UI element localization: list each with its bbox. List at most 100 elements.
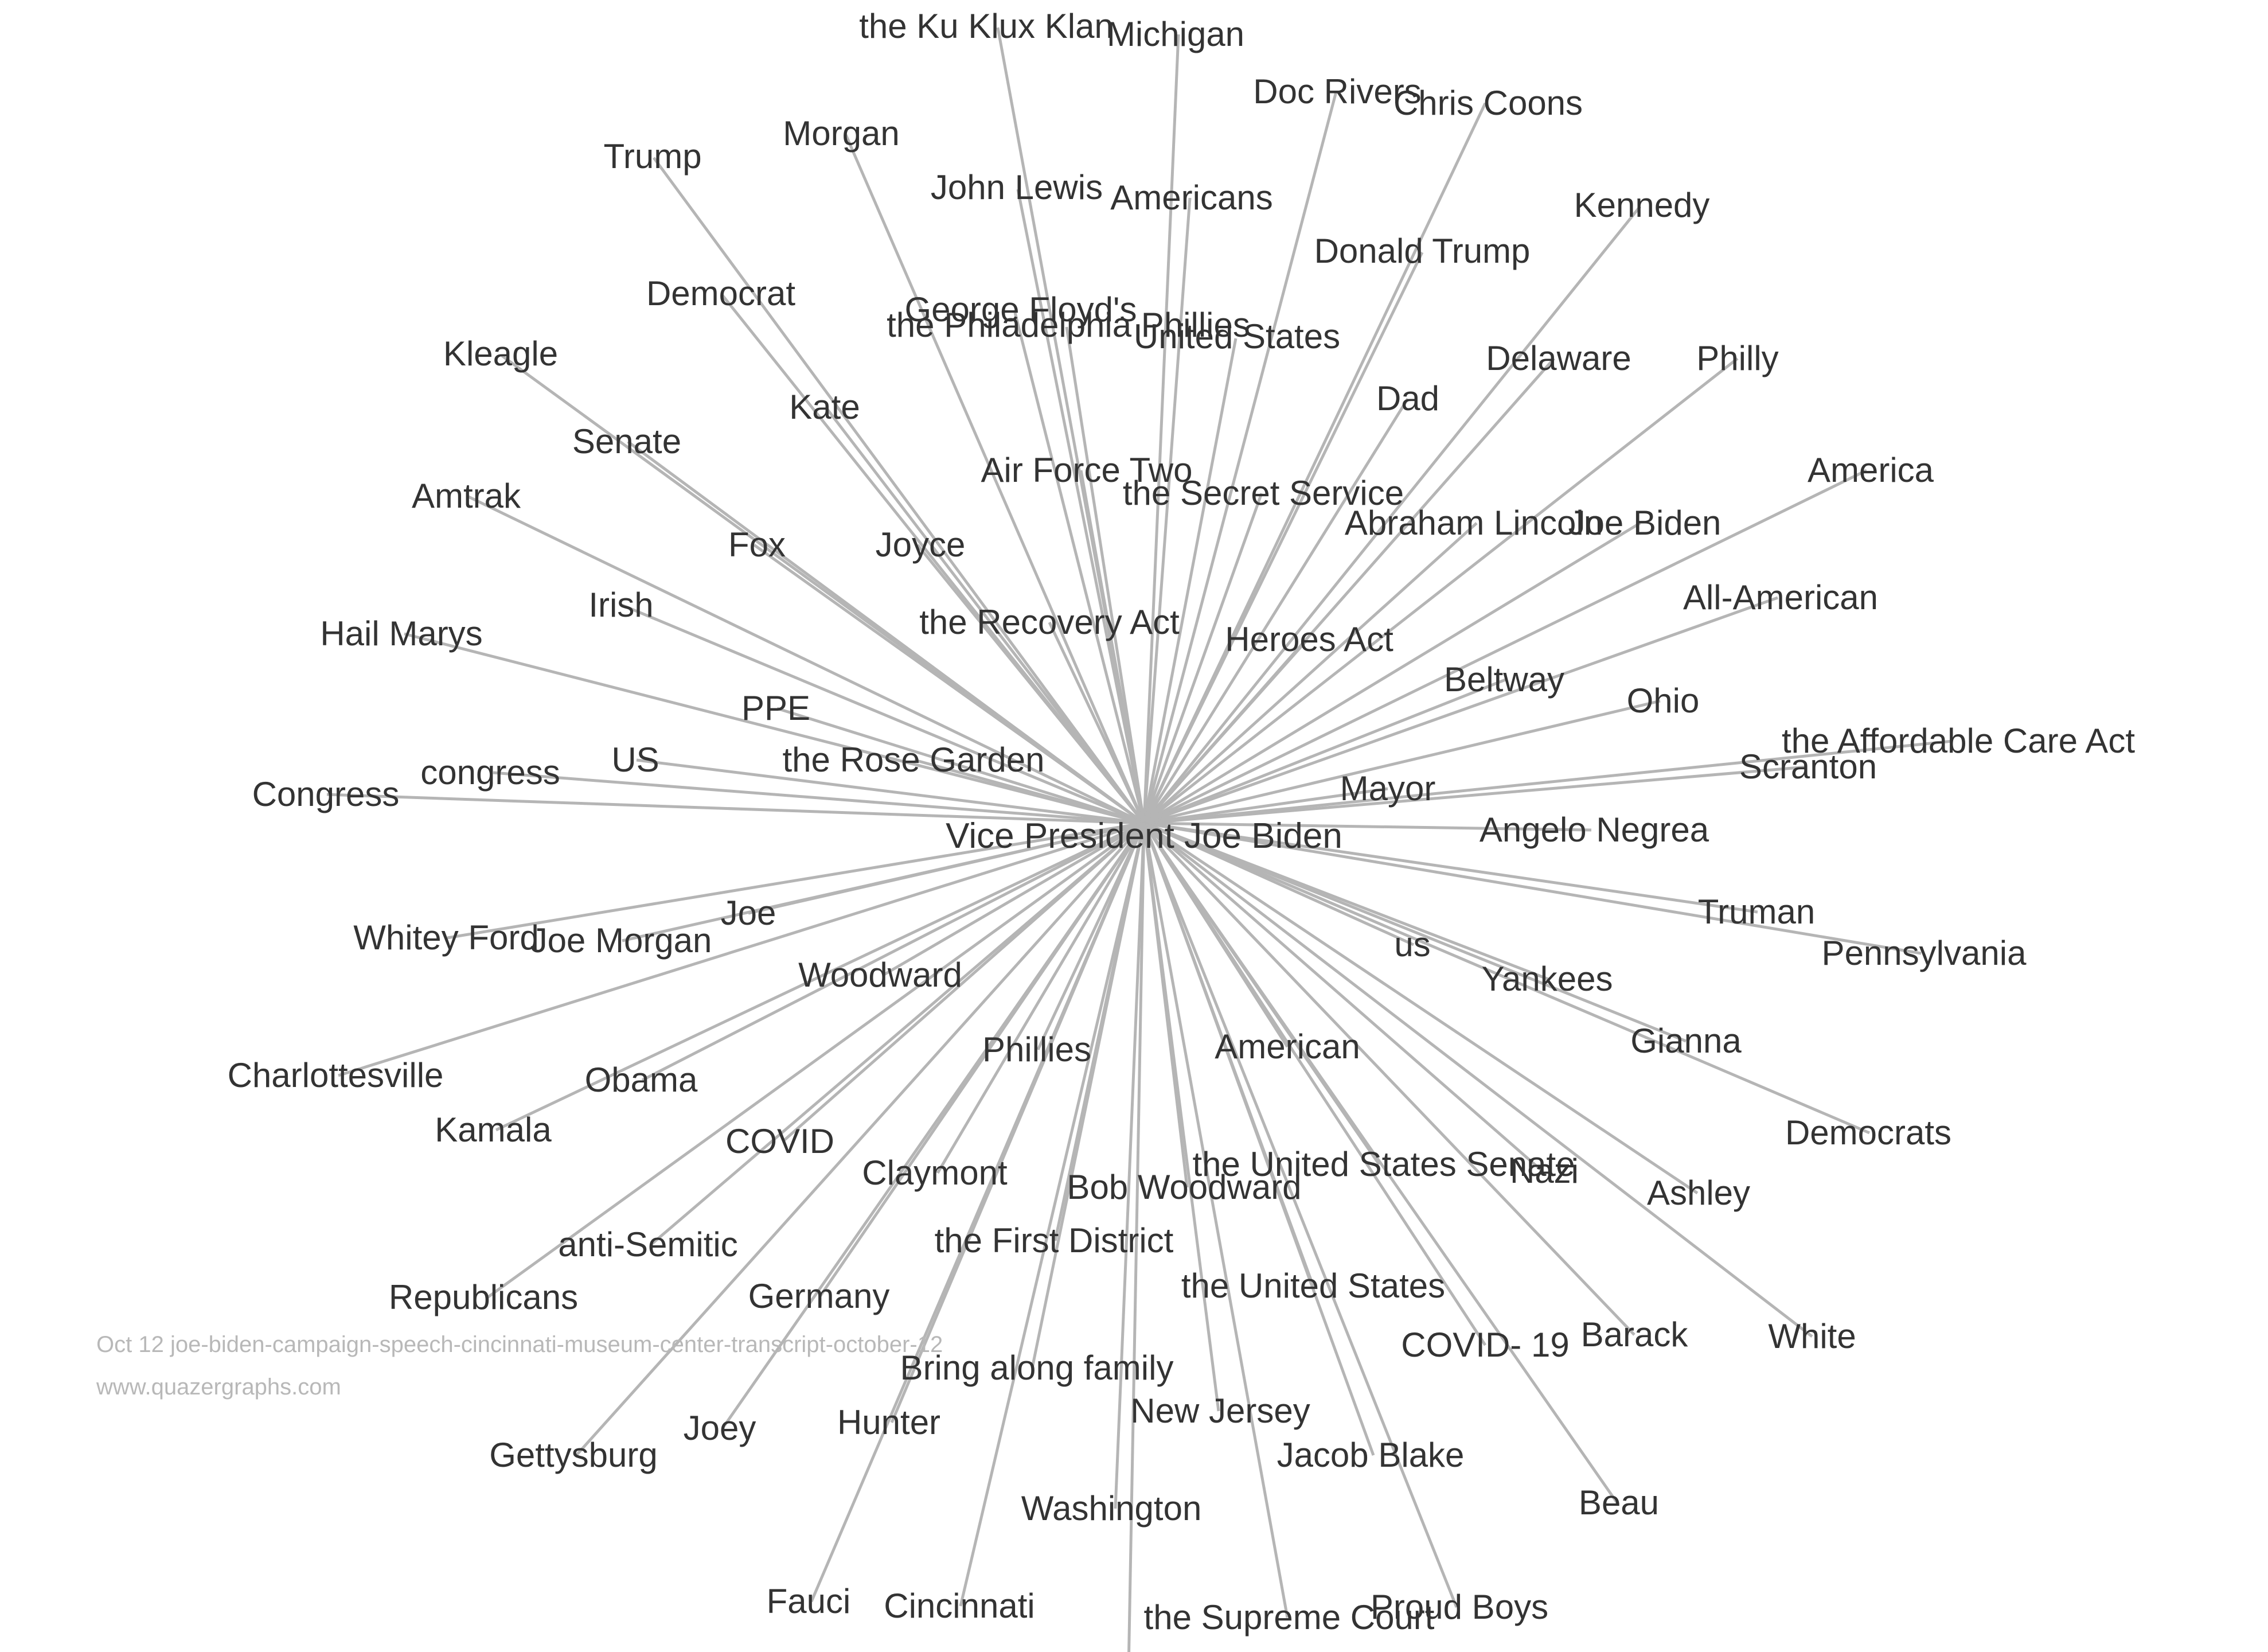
node-label-delaware: Delaware [1486, 339, 1631, 377]
edge-congress [493, 771, 1145, 825]
edge-the-supreme-court [1142, 823, 1289, 1618]
node-label-america: America [1808, 451, 1934, 489]
edge-doc-rivers [1142, 91, 1338, 824]
edge-the-philadelphia-phillies [1065, 326, 1146, 824]
edge-cincinnati [959, 823, 1146, 1607]
edge-beau [1142, 822, 1619, 1504]
edge-the-secret-service [1142, 493, 1263, 824]
center-node-label: Vice President Joe Biden [946, 816, 1342, 856]
edge-joyce [916, 544, 1145, 824]
edge-americans [1142, 197, 1192, 824]
edge-angelo-negrea [1143, 821, 1592, 832]
edge-covid-19 [1142, 822, 1487, 1346]
node-label-democrat: Democrat [646, 274, 795, 313]
edge-america [1143, 469, 1868, 825]
node-label-covid: COVID [725, 1122, 834, 1160]
node-label-the-affordable-care-act: the Affordable Care Act [1782, 722, 2135, 760]
node-label-yankees: Yankees [1481, 960, 1613, 998]
edge-chris-coons [1142, 102, 1487, 824]
node-label-chris-coons: Chris Coons [1393, 84, 1583, 122]
node-label-whitey-ford: Whitey Ford [353, 918, 538, 957]
node-label-proud-boys: Proud Boys [1371, 1588, 1548, 1626]
node-label-claymont: Claymont [862, 1154, 1008, 1192]
edge-bring-along-family [1030, 823, 1146, 1369]
node-label-trump: Trump [603, 137, 701, 176]
edge-obama [641, 821, 1145, 1082]
node-label-bob-woodward: Bob Woodward [1067, 1168, 1301, 1206]
node-label-doc-rivers: Doc Rivers [1253, 72, 1421, 111]
node-label-nazi: Nazi [1510, 1152, 1579, 1190]
edge-fox [753, 543, 1145, 825]
node-label-philly: Philly [1696, 339, 1778, 377]
edge-anti-semitic [650, 822, 1145, 1246]
edge-barack [1143, 822, 1635, 1336]
node-label-air-force-two: Air Force Two [981, 451, 1193, 489]
node-label-united-states: United States [1134, 317, 1340, 356]
node-label-the-united-states: the United States [1181, 1267, 1445, 1305]
node-label-joyce: Joyce [876, 525, 966, 564]
node-label-joe-biden: Joe Biden [1568, 504, 1722, 542]
node-label-white: White [1768, 1317, 1856, 1355]
node-label-michigan: Michigan [1107, 15, 1244, 53]
node-label-joe-morgan: Joe Morgan [530, 921, 712, 960]
edge-all-american [1143, 596, 1778, 825]
edge-abraham-lincoln [1143, 522, 1478, 824]
node-label-george-floyd-s: George Floyd's [905, 290, 1137, 329]
edge-pennsylvania [1143, 821, 1922, 955]
edge-george-floyd-s [1013, 312, 1146, 824]
edges-group [326, 27, 1953, 1652]
node-label-the-rose-garden: the Rose Garden [783, 741, 1045, 779]
edge-joe-morgan [622, 821, 1145, 942]
node-label-congress: congress [420, 753, 560, 792]
node-label-ohio: Ohio [1627, 681, 1700, 720]
node-label-metro: Metro [1082, 1651, 1169, 1652]
node-label-donald-trump: Donald Trump [1314, 232, 1531, 270]
node-label-the-united-states-senate: the United States Senate [1192, 1145, 1575, 1183]
edge-new-jersey [1142, 823, 1220, 1412]
edge-jacob-blake [1142, 823, 1375, 1456]
edge-white [1143, 822, 1813, 1338]
node-label-kennedy: Kennedy [1574, 186, 1710, 224]
node-label-joey: Joey [684, 1409, 756, 1447]
edge-gettysburg [575, 822, 1145, 1456]
node-label-covid-19: COVID- 19 [1401, 1326, 1569, 1364]
edge-kate [825, 406, 1145, 824]
edge-morgan [844, 134, 1146, 824]
node-label-mayor: Mayor [1340, 769, 1436, 808]
node-label-jacob-blake: Jacob Blake [1277, 1436, 1465, 1474]
edge-claymont [936, 822, 1146, 1174]
node-label-kate: Kate [789, 388, 860, 426]
edge-air-force-two [1079, 470, 1146, 824]
edge-ppe [776, 707, 1145, 825]
node-label-the-ku-klux-klan: the Ku Klux Klan [859, 7, 1114, 45]
node-label-hail-marys: Hail Marys [320, 614, 482, 653]
node-label-us: us [1394, 925, 1430, 964]
node-label-obama: Obama [585, 1061, 698, 1099]
edge-kamala [495, 821, 1145, 1132]
edge-senate [627, 440, 1145, 825]
edge-truman [1143, 821, 1758, 914]
edge-philly [1143, 357, 1739, 824]
node-label-the-first-district: the First District [935, 1221, 1174, 1260]
edge-kennedy [1143, 205, 1641, 824]
edge-trump [652, 157, 1146, 824]
node-label-the-secret-service: the Secret Service [1123, 474, 1404, 512]
edge-the-affordable-care-act [1143, 739, 1953, 825]
edge-john-lewis [1016, 189, 1146, 824]
edge-hail-marys [404, 632, 1145, 825]
edge-joe-biden [1143, 521, 1641, 825]
edge-congress [326, 793, 1145, 825]
edge-gianna [1143, 821, 1687, 1043]
node-label-fox: Fox [728, 525, 786, 564]
edge-woodward [882, 821, 1145, 977]
node-label-congress: Congress [252, 775, 400, 813]
node-label-beltway: Beltway [1444, 660, 1564, 699]
edge-joey [721, 822, 1146, 1429]
edge-proud-boys [1142, 823, 1458, 1608]
edge-ohio [1143, 699, 1661, 825]
node-label-the-philadelphia-phillies: the Philadelphia Phillies [887, 306, 1250, 344]
source-caption: Oct 12 joe-biden-campaign-speech-cincinn… [96, 1332, 943, 1357]
node-label-morgan: Morgan [783, 114, 899, 153]
node-label-woodward: Woodward [798, 956, 962, 994]
